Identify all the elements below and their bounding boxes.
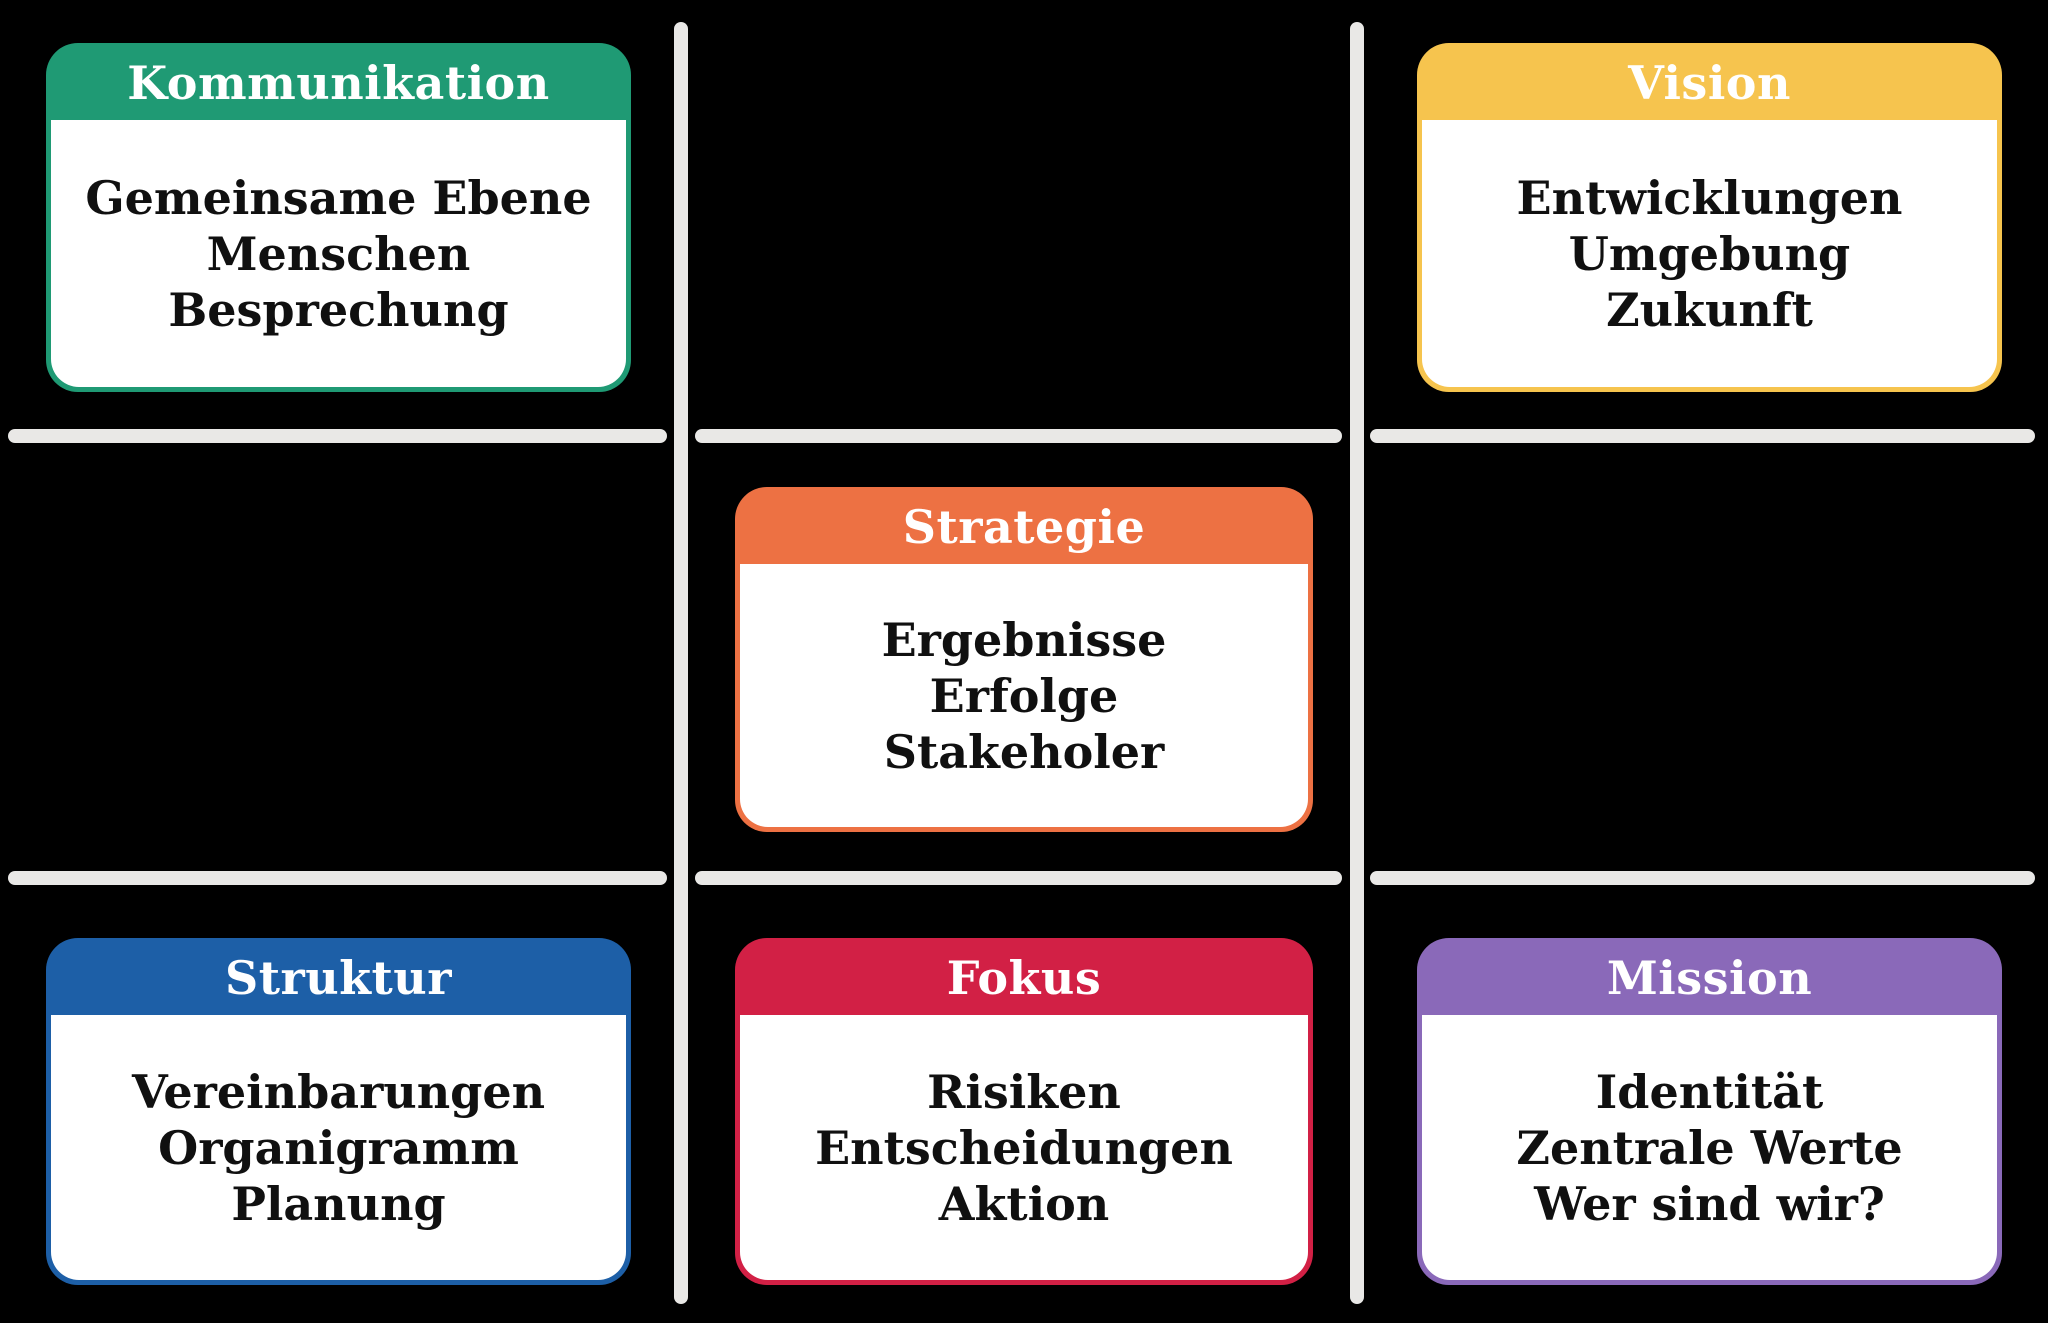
- grid-horizontal-line-1-right-segment: [1370, 429, 2035, 443]
- card-vision-body: Entwicklungen Umgebung Zukunft: [1422, 120, 1997, 387]
- card-text-line: Wer sind wir?: [1534, 1176, 1885, 1231]
- card-strategie: Strategie Ergebnisse Erfolge Stakeholer: [735, 487, 1313, 832]
- card-mission-title: Mission: [1606, 950, 1813, 1005]
- card-vision-header: Vision: [1417, 43, 2002, 120]
- grid-vertical-line-1: [674, 22, 688, 1304]
- card-struktur-title: Struktur: [225, 950, 452, 1005]
- card-mission-header: Mission: [1417, 938, 2002, 1015]
- card-text-line: Organigramm: [158, 1120, 519, 1175]
- card-strategie-header: Strategie: [735, 487, 1313, 564]
- card-text-line: Entscheidungen: [815, 1120, 1233, 1175]
- card-strategie-title: Strategie: [902, 499, 1146, 554]
- card-kommunikation-body: Gemeinsame Ebene Menschen Besprechung: [51, 120, 626, 387]
- card-text-line: Stakeholer: [883, 724, 1165, 779]
- card-fokus-body: Risiken Entscheidungen Aktion: [740, 1015, 1308, 1280]
- card-vision-title: Vision: [1628, 55, 1791, 110]
- card-text-line: Planung: [231, 1176, 446, 1231]
- card-text-line: Identität: [1595, 1064, 1824, 1119]
- card-kommunikation-title: Kommunikation: [127, 55, 550, 110]
- card-mission-body: Identität Zentrale Werte Wer sind wir?: [1422, 1015, 1997, 1280]
- card-struktur-body: Vereinbarungen Organigramm Planung: [51, 1015, 626, 1280]
- card-text-line: Ergebnisse: [881, 612, 1167, 667]
- card-text-line: Erfolge: [929, 668, 1119, 723]
- grid-vertical-line-2: [1350, 22, 1364, 1304]
- card-text-line: Zentrale Werte: [1516, 1120, 1903, 1175]
- card-fokus-header: Fokus: [735, 938, 1313, 1015]
- card-fokus: Fokus Risiken Entscheidungen Aktion: [735, 938, 1313, 1285]
- card-kommunikation-header: Kommunikation: [46, 43, 631, 120]
- card-mission: Mission Identität Zentrale Werte Wer sin…: [1417, 938, 2002, 1285]
- card-text-line: Aktion: [938, 1176, 1110, 1231]
- card-text-line: Umgebung: [1568, 226, 1851, 281]
- grid-horizontal-line-1-middle-segment: [695, 429, 1342, 443]
- card-fokus-title: Fokus: [946, 950, 1102, 1005]
- card-text-line: Entwicklungen: [1516, 170, 1903, 225]
- card-text-line: Besprechung: [168, 282, 509, 337]
- card-text-line: Zukunft: [1606, 282, 1813, 337]
- grid-horizontal-line-2-middle-segment: [695, 871, 1342, 885]
- card-text-line: Vereinbarungen: [131, 1064, 546, 1119]
- card-text-line: Menschen: [206, 226, 471, 281]
- card-vision: Vision Entwicklungen Umgebung Zukunft: [1417, 43, 2002, 392]
- card-struktur-header: Struktur: [46, 938, 631, 1015]
- card-text-line: Gemeinsame Ebene: [85, 170, 592, 225]
- grid-horizontal-line-2-left-segment: [8, 871, 667, 885]
- grid-horizontal-line-1-left-segment: [8, 429, 667, 443]
- card-struktur: Struktur Vereinbarungen Organigramm Plan…: [46, 938, 631, 1285]
- grid-horizontal-line-2-right-segment: [1370, 871, 2035, 885]
- card-kommunikation: Kommunikation Gemeinsame Ebene Menschen …: [46, 43, 631, 392]
- card-text-line: Risiken: [927, 1064, 1121, 1119]
- card-strategie-body: Ergebnisse Erfolge Stakeholer: [740, 564, 1308, 827]
